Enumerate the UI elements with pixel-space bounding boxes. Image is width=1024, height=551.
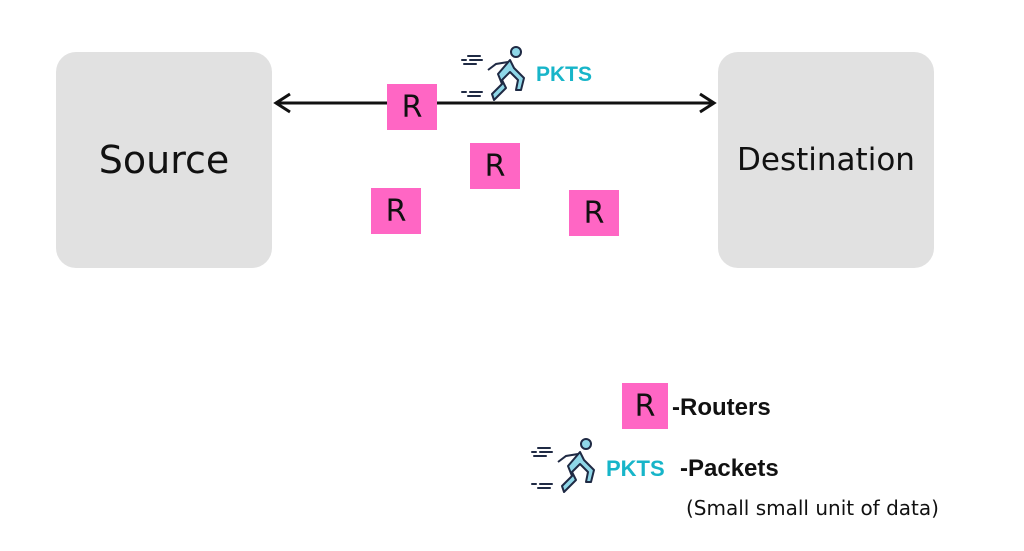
- router-2: R: [470, 143, 520, 189]
- legend-router-letter: R: [634, 388, 656, 424]
- legend-router-swatch: R: [622, 383, 668, 429]
- legend-routers-label: -Routers: [672, 394, 771, 421]
- legend-packets-label: -Packets: [680, 455, 779, 482]
- destination-node: Destination: [718, 52, 934, 268]
- router-4: R: [569, 190, 619, 236]
- destination-label: Destination: [737, 142, 915, 178]
- source-label: Source: [98, 138, 230, 182]
- running-person-icon: [461, 46, 525, 101]
- router-2-label: R: [484, 148, 506, 184]
- router-1-label: R: [401, 89, 423, 125]
- source-node: Source: [56, 52, 272, 268]
- router-3: R: [371, 188, 421, 234]
- router-3-label: R: [385, 193, 407, 229]
- legend-packets-note: (Small small unit of data): [686, 496, 939, 520]
- packet-label: PKTS: [536, 63, 593, 86]
- legend-packet-icon-label: PKTS: [606, 456, 665, 481]
- legend-running-person-icon: [531, 438, 595, 493]
- router-4-label: R: [583, 195, 605, 231]
- router-1: R: [387, 84, 437, 130]
